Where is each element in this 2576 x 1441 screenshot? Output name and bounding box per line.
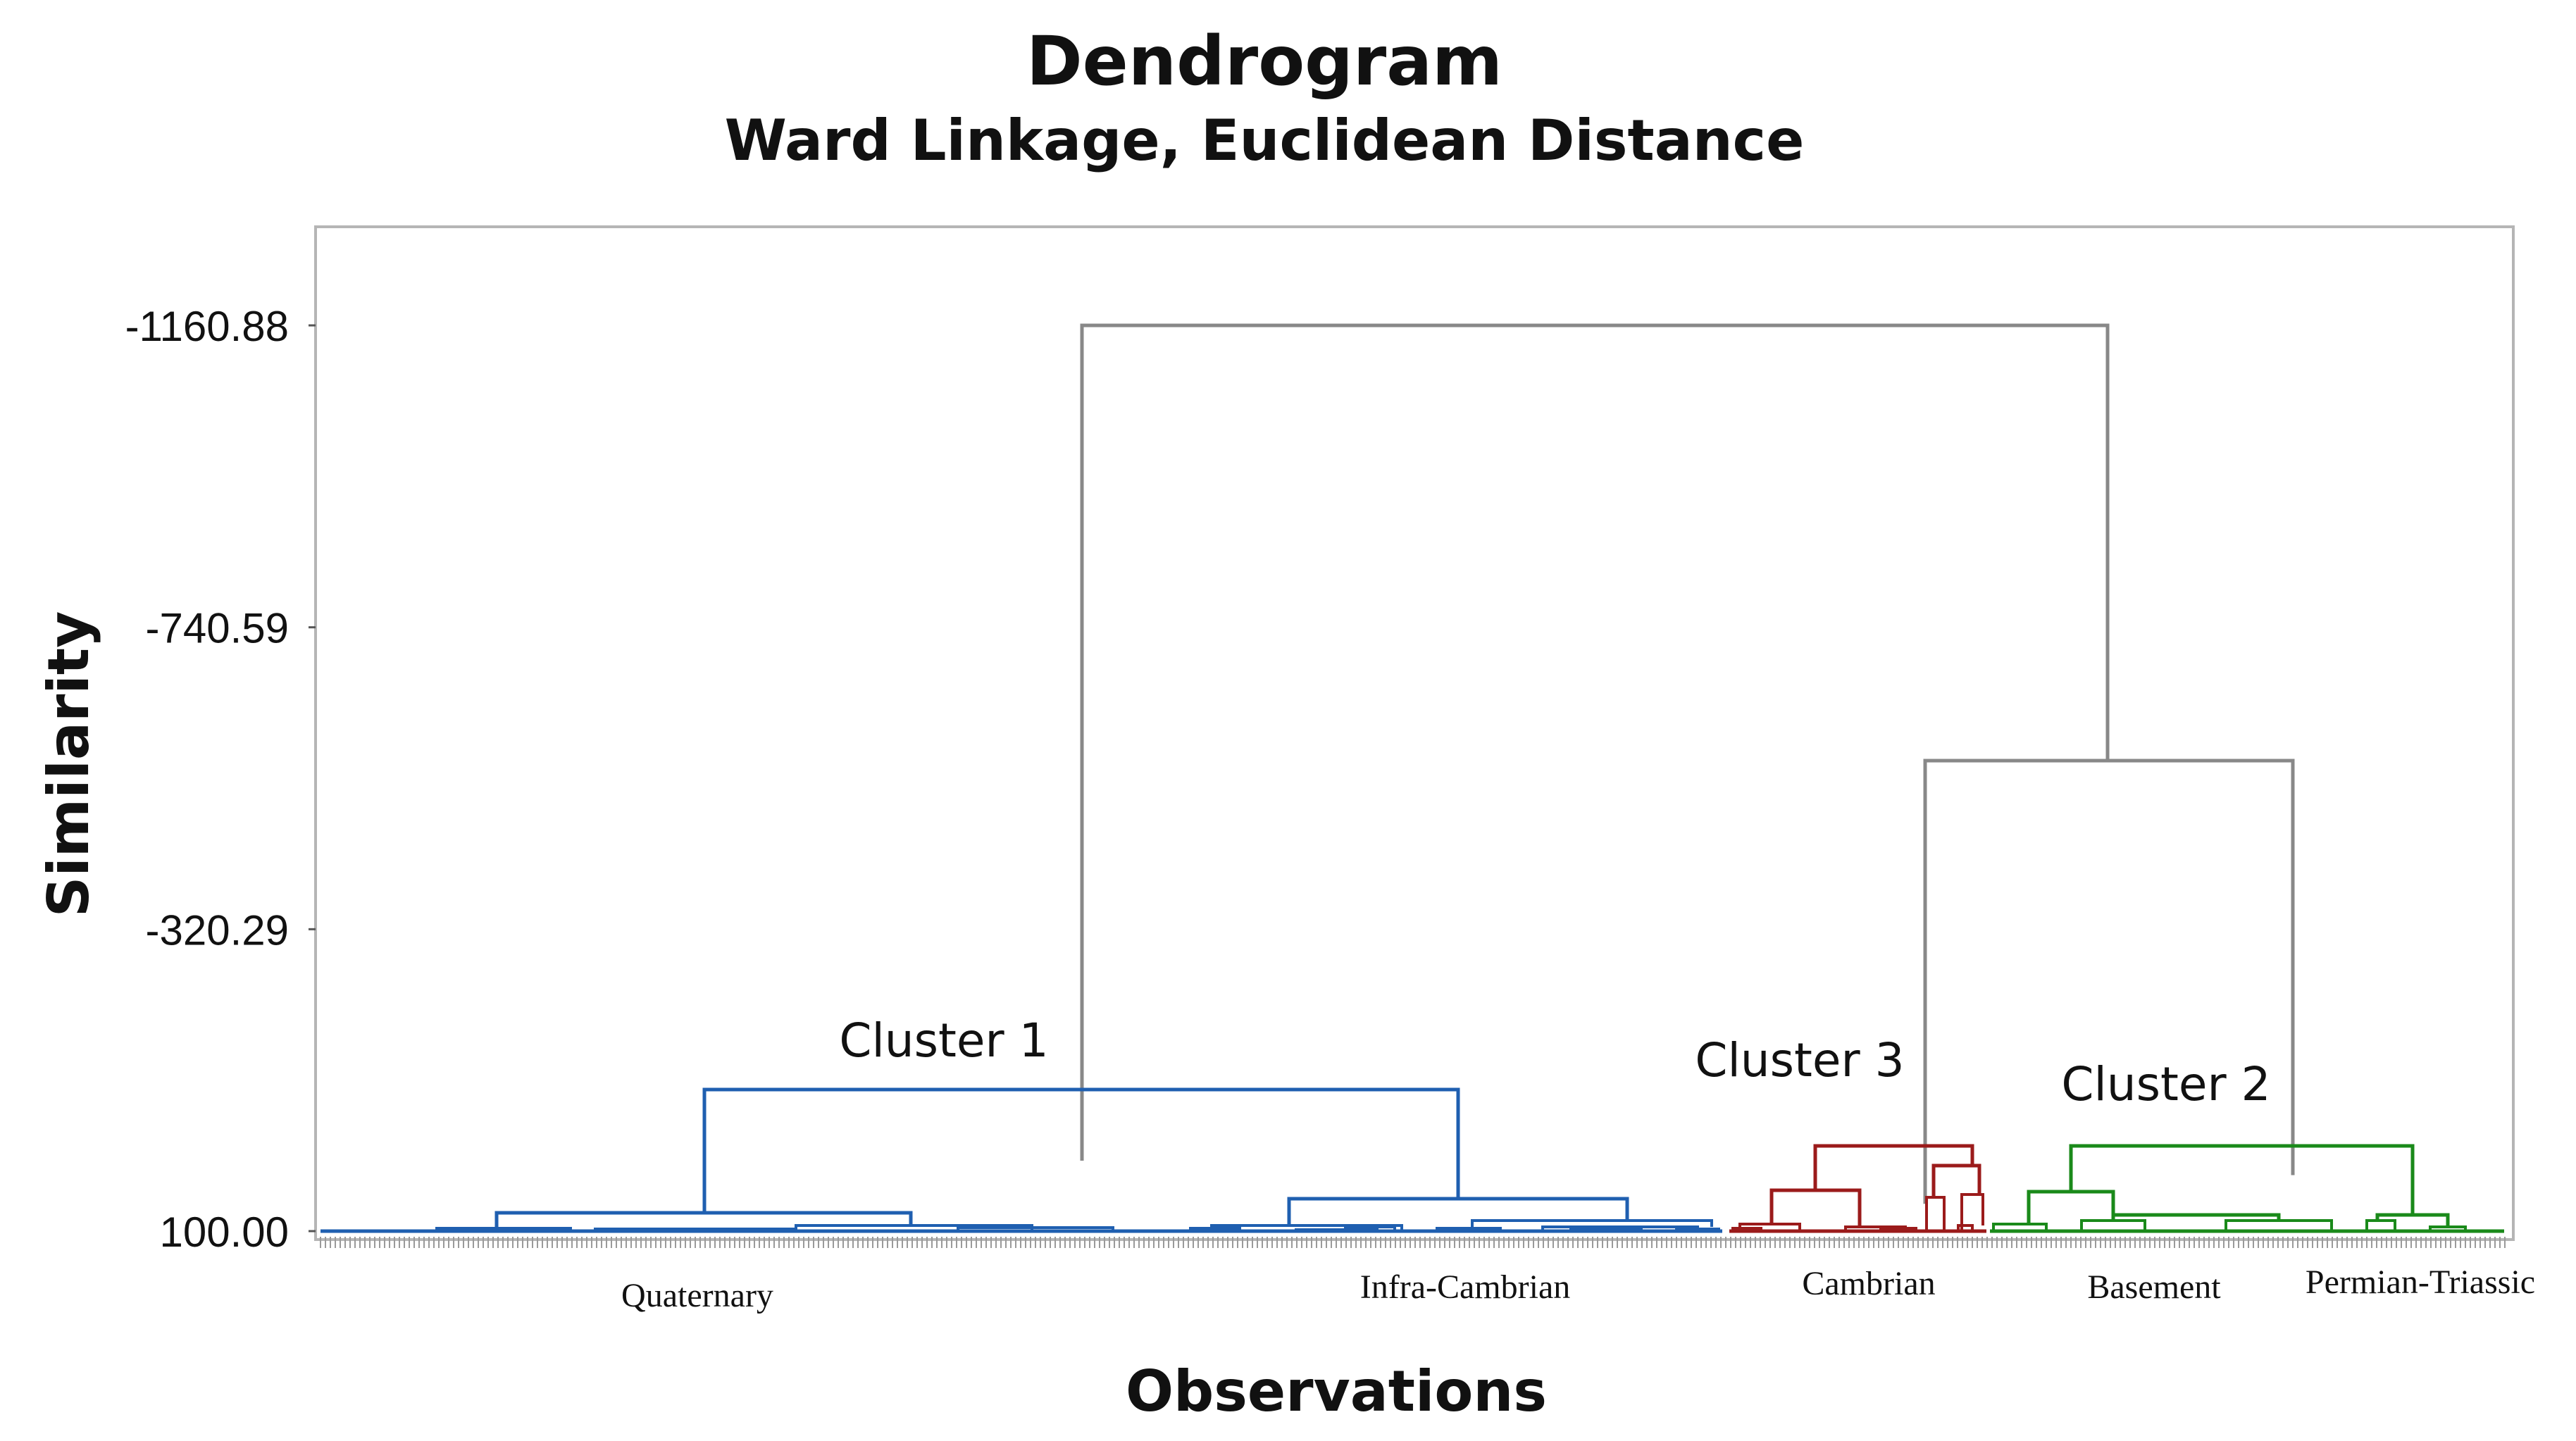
y-tick-label: 100.00 [159, 1209, 289, 1256]
group-label-infra-cambrian: Infra-Cambrian [1360, 1268, 1571, 1306]
dendrogram-link [2027, 1190, 2115, 1224]
dendrogram-link [2111, 1213, 2281, 1221]
group-label-cambrian: Cambrian [1802, 1265, 1935, 1302]
dendrogram-link [1931, 1164, 1981, 1197]
dendrogram-link [1925, 1196, 1946, 1231]
chart-title: Dendrogram [1026, 22, 1502, 101]
y-tick-label: -740.59 [146, 605, 290, 652]
dendrogram-link [1923, 759, 2295, 1204]
y-tick-label: -1160.88 [125, 303, 289, 350]
group-label-permian-triassic: Permian-Triassic [2306, 1264, 2535, 1301]
dendrogram-links [321, 323, 2504, 1233]
dendrogram-link [2375, 1213, 2450, 1227]
dendrogram-link [1957, 1224, 1974, 1231]
x-axis-title: Observations [1126, 1359, 1547, 1424]
dendrogram-link [1287, 1197, 1629, 1225]
leaf-tick-marks [320, 1237, 2506, 1248]
y-axis-ticks: -1160.88 -740.59 -320.29 100.00 [125, 303, 316, 1256]
dendrogram-link [1960, 1193, 1984, 1231]
dendrogram-link [1769, 1188, 1862, 1227]
dendrogram-link [494, 1211, 913, 1231]
dendrogram-link [1813, 1144, 1974, 1190]
group-label-quaternary: Quaternary [621, 1277, 773, 1314]
dendrogram-link [1080, 323, 2110, 1161]
y-axis-title: Similarity [36, 611, 101, 918]
dendrogram-link [2365, 1219, 2396, 1231]
cluster-label-1: Cluster 1 [839, 1013, 1048, 1068]
y-tick-label: -320.29 [146, 906, 290, 954]
dendrogram-link [1992, 1223, 2048, 1231]
chart-subtitle: Ward Linkage, Euclidean Distance [725, 108, 1805, 173]
dendrogram-link [2429, 1225, 2467, 1231]
cluster-label-2: Cluster 2 [2061, 1057, 2270, 1111]
dendrogram-link [1344, 1225, 1396, 1231]
dendrogram-link [1471, 1219, 1713, 1231]
dendrogram-link [2069, 1144, 2415, 1215]
dendrogram-link [702, 1087, 1460, 1213]
group-label-basement: Basement [2087, 1268, 2221, 1306]
cluster-label-3: Cluster 3 [1695, 1033, 1904, 1087]
